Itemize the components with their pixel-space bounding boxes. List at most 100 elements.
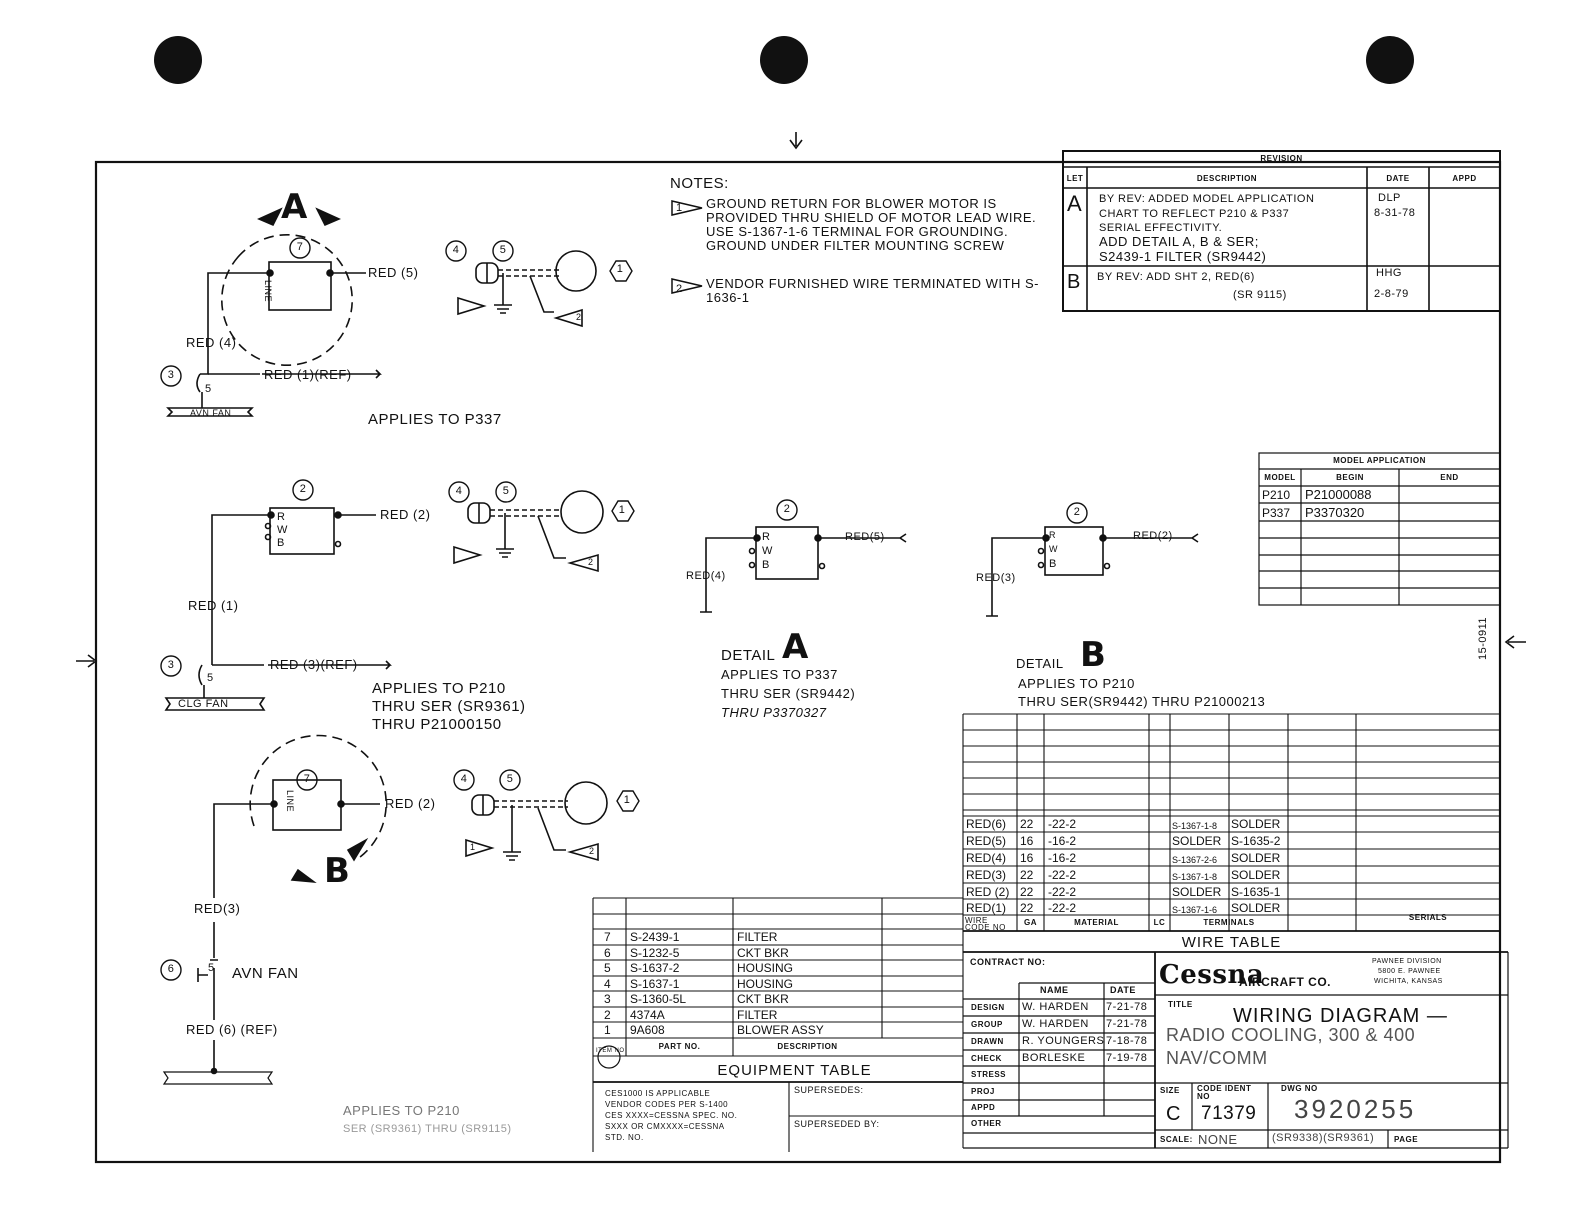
detail-a-red5: RED(5) bbox=[845, 531, 885, 543]
equip-header-item: ITEM NO bbox=[596, 1048, 625, 1054]
revision-a-desc-5: S2439-1 FILTER (SR9442) bbox=[1099, 249, 1267, 264]
other-role: OTHER bbox=[971, 1119, 1002, 1128]
circuit-1-red4: RED (4) bbox=[186, 335, 237, 350]
circuit-2-applies-1: APPLIES TO P210 bbox=[372, 680, 506, 697]
wire-table-title: WIRE TABLE bbox=[1181, 934, 1282, 951]
model-application-title: MODEL APPLICATION bbox=[1333, 456, 1426, 465]
detail-b-b: B bbox=[1049, 558, 1057, 570]
equip-header-part: PART NO. bbox=[658, 1042, 701, 1051]
equip-row-2-desc: CKT BKR bbox=[737, 946, 789, 960]
circuit-2-switch: 5 bbox=[207, 672, 214, 684]
revision-a-letter: A bbox=[1067, 191, 1083, 216]
wire-row-6-t2: SOLDER bbox=[1231, 901, 1281, 915]
circuit-3-flag-2: 2 bbox=[589, 846, 595, 856]
circuit-2-lines bbox=[164, 490, 604, 711]
circuit-2-item-2: 2 bbox=[299, 483, 307, 495]
design-name: W. HARDEN bbox=[1022, 1001, 1089, 1013]
model-row-2-model: P337 bbox=[1262, 506, 1291, 520]
check-role: CHECK bbox=[971, 1054, 1002, 1063]
title-label: TITLE bbox=[1168, 1000, 1193, 1009]
revision-title: REVISION bbox=[1260, 154, 1303, 163]
wire-row-5-code: RED (2) bbox=[966, 885, 1010, 899]
note-1-flag: 1 bbox=[676, 202, 683, 214]
circuit-3-item-1: 1 bbox=[623, 794, 631, 806]
design-role: DESIGN bbox=[971, 1003, 1005, 1012]
size-value: C bbox=[1166, 1103, 1181, 1125]
wire-row-2-ga: 16 bbox=[1020, 834, 1034, 848]
division-line-3: WICHITA, KANSAS bbox=[1374, 978, 1443, 985]
codes-note-1: CES1000 IS APPLICABLE bbox=[605, 1089, 711, 1098]
model-row-1-begin: P21000088 bbox=[1305, 488, 1372, 502]
drawn-date: 7-18-78 bbox=[1106, 1035, 1148, 1047]
wire-row-6-code: RED(1) bbox=[966, 901, 1007, 915]
note-flag-icons bbox=[671, 200, 703, 294]
revision-b-desc-1: BY REV: ADD SHT 2, RED(6) bbox=[1097, 271, 1255, 283]
code-ident-value: 71379 bbox=[1201, 1103, 1257, 1124]
drawn-role: DRAWN bbox=[971, 1037, 1004, 1046]
detail-a-line-2: THRU SER (SR9442) bbox=[721, 686, 856, 701]
drawn-name: R. YOUNGERS bbox=[1022, 1035, 1105, 1047]
equip-row-5-item: 3 bbox=[604, 992, 611, 1006]
drawing-title-3: NAV/COMM bbox=[1166, 1048, 1268, 1068]
revision-a-desc-2: CHART TO REFLECT P210 & P337 bbox=[1099, 208, 1290, 220]
detail-a-r: R bbox=[762, 531, 771, 543]
scale-label: SCALE: bbox=[1160, 1135, 1193, 1144]
check-date: 7-19-78 bbox=[1106, 1052, 1148, 1064]
title-block-lines bbox=[963, 952, 1509, 1149]
detail-b-letter: B bbox=[1080, 635, 1107, 675]
circuit-1-detail-letter: A bbox=[281, 187, 308, 227]
revision-header-date: DATE bbox=[1386, 174, 1410, 183]
detail-b-red2: RED(2) bbox=[1133, 530, 1173, 542]
wire-row-2-mat: -16-2 bbox=[1048, 834, 1077, 848]
detail-a-line-3: THRU P3370327 bbox=[721, 705, 827, 720]
dwg-no-label: DWG NO bbox=[1281, 1084, 1318, 1093]
revision-header-description: DESCRIPTION bbox=[1196, 174, 1258, 183]
serial-range: (SR9338)(SR9361) bbox=[1272, 1132, 1375, 1144]
codes-note-3: CES XXXX=CESSNA SPEC. NO. bbox=[605, 1111, 738, 1120]
equip-row-7-part: 9A608 bbox=[630, 1023, 665, 1037]
circuit-2-red1: RED (1) bbox=[188, 598, 239, 613]
wire-row-6-t1: S-1367-1-6 bbox=[1172, 905, 1218, 915]
group-role: GROUP bbox=[971, 1020, 1003, 1029]
circuit-1-red1-ref: RED (1)(REF) bbox=[264, 367, 352, 382]
detail-b-lines bbox=[986, 526, 1199, 617]
drawing-title-1: WIRING DIAGRAM — bbox=[1233, 1005, 1448, 1027]
wire-row-5-mat: -22-2 bbox=[1048, 885, 1077, 899]
circuit-2-red2: RED (2) bbox=[380, 507, 431, 522]
circuit-1-fan-label: AVN FAN bbox=[190, 408, 232, 418]
equip-row-2-part: S-1232-5 bbox=[630, 946, 680, 960]
detail-a-w: W bbox=[762, 545, 773, 557]
note-2-flag: 2 bbox=[676, 283, 683, 295]
circuit-3-item-7: 7 bbox=[303, 773, 311, 785]
circuit-1-item-5: 5 bbox=[499, 244, 507, 256]
wire-row-1-ga: 22 bbox=[1020, 817, 1034, 831]
detail-b-red3: RED(3) bbox=[976, 572, 1016, 584]
equipment-table-title: EQUIPMENT TABLE bbox=[717, 1062, 872, 1079]
wire-row-3-code: RED(4) bbox=[966, 851, 1007, 865]
size-label: SIZE bbox=[1160, 1086, 1180, 1095]
wire-row-4-mat: -22-2 bbox=[1048, 868, 1077, 882]
wire-row-2-t1: SOLDER bbox=[1172, 834, 1222, 848]
wire-header-code: WIRE CODE NO bbox=[965, 916, 1006, 932]
revision-a-desc-3: SERIAL EFFECTIVITY. bbox=[1099, 222, 1223, 234]
circuit-1-item-7: 7 bbox=[296, 241, 304, 253]
circuit-2-flag-2: 2 bbox=[588, 557, 594, 567]
circuit-1-lines bbox=[166, 207, 597, 417]
equip-row-4-desc: HOUSING bbox=[737, 977, 794, 991]
circuit-2-item-1: 1 bbox=[618, 504, 626, 516]
note-1-text: GROUND RETURN FOR BLOWER MOTOR IS PROVID… bbox=[706, 196, 1037, 253]
wire-row-1-code: RED(6) bbox=[966, 817, 1007, 831]
circuit-2-fan-label: CLG FAN bbox=[178, 698, 229, 710]
revision-a-date-1: DLP bbox=[1378, 192, 1401, 204]
equip-row-5-part: S-1360-5L bbox=[630, 992, 687, 1006]
detail-a-b: B bbox=[762, 559, 770, 571]
equip-row-3-item: 5 bbox=[604, 961, 611, 975]
circuit-3-item-4: 4 bbox=[460, 773, 468, 785]
appd-role: APPD bbox=[971, 1103, 996, 1112]
circuit-2-item-5: 5 bbox=[502, 485, 510, 497]
equip-row-1-desc: FILTER bbox=[737, 930, 778, 944]
model-row-2-begin: P3370320 bbox=[1305, 506, 1365, 520]
stress-role: STRESS bbox=[971, 1070, 1007, 1079]
